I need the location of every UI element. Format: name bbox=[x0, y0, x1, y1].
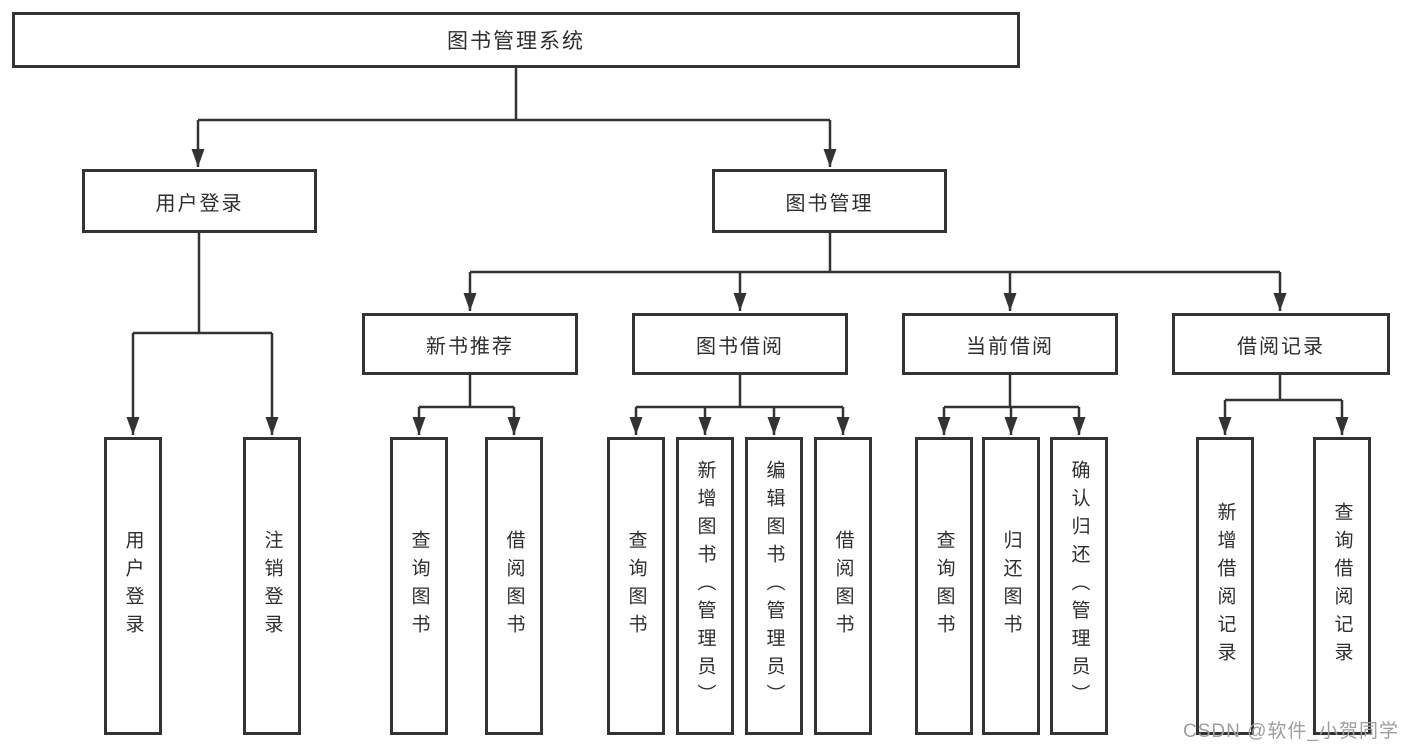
leaf-logout: 注销登录 bbox=[243, 437, 301, 735]
leaf-add-book-admin-label: 新增图书（管理员） bbox=[694, 460, 716, 712]
leaf-borrow-book-1: 借阅图书 bbox=[485, 437, 543, 735]
node-book-borrow-label: 图书借阅 bbox=[696, 335, 784, 358]
node-borrow-records-label: 借阅记录 bbox=[1237, 335, 1325, 358]
leaf-borrow-book-1-label: 借阅图书 bbox=[503, 530, 525, 642]
leaf-query-book-3: 查询图书 bbox=[915, 437, 973, 735]
node-book-management: 图书管理 bbox=[712, 169, 947, 233]
leaf-return-book-label: 归还图书 bbox=[1000, 530, 1022, 642]
node-book-borrow: 图书借阅 bbox=[632, 313, 848, 375]
node-user-login-label: 用户登录 bbox=[155, 192, 244, 215]
leaf-query-book-3-label: 查询图书 bbox=[933, 530, 955, 642]
leaf-query-book-1-label: 查询图书 bbox=[408, 530, 430, 642]
csdn-watermark: CSDN @软件_小贺同学 bbox=[1183, 721, 1399, 742]
leaf-add-book-admin: 新增图书（管理员） bbox=[676, 437, 734, 735]
leaf-confirm-return-admin-label: 确认归还（管理员） bbox=[1068, 460, 1090, 712]
leaf-user-login: 用户登录 bbox=[104, 437, 162, 735]
leaf-logout-label: 注销登录 bbox=[261, 530, 283, 642]
node-user-login-branch: 用户登录 bbox=[82, 169, 317, 233]
leaf-add-borrow-record-label: 新增借阅记录 bbox=[1214, 502, 1236, 670]
leaf-borrow-book-2: 借阅图书 bbox=[814, 437, 872, 735]
leaf-edit-book-admin: 编辑图书（管理员） bbox=[745, 437, 803, 735]
node-borrow-records: 借阅记录 bbox=[1172, 313, 1390, 375]
leaf-add-borrow-record: 新增借阅记录 bbox=[1196, 437, 1254, 735]
node-new-book-recommend-label: 新书推荐 bbox=[426, 335, 514, 358]
node-book-management-label: 图书管理 bbox=[785, 192, 874, 215]
leaf-confirm-return-admin: 确认归还（管理员） bbox=[1050, 437, 1108, 735]
leaf-borrow-book-2-label: 借阅图书 bbox=[832, 530, 854, 642]
leaf-query-book-2: 查询图书 bbox=[607, 437, 665, 735]
leaf-return-book: 归还图书 bbox=[982, 437, 1040, 735]
leaf-user-login-label: 用户登录 bbox=[122, 530, 144, 642]
node-root-system: 图书管理系统 bbox=[12, 12, 1020, 68]
leaf-query-book-2-label: 查询图书 bbox=[625, 530, 647, 642]
leaf-edit-book-admin-label: 编辑图书（管理员） bbox=[763, 460, 785, 712]
leaf-query-book-1: 查询图书 bbox=[390, 437, 448, 735]
leaf-query-borrow-record-label: 查询借阅记录 bbox=[1331, 502, 1353, 670]
leaf-query-borrow-record: 查询借阅记录 bbox=[1313, 437, 1371, 735]
node-new-book-recommend: 新书推荐 bbox=[362, 313, 578, 375]
node-current-borrow-label: 当前借阅 bbox=[966, 335, 1054, 358]
node-root-label: 图书管理系统 bbox=[447, 30, 585, 53]
node-current-borrow: 当前借阅 bbox=[902, 313, 1118, 375]
